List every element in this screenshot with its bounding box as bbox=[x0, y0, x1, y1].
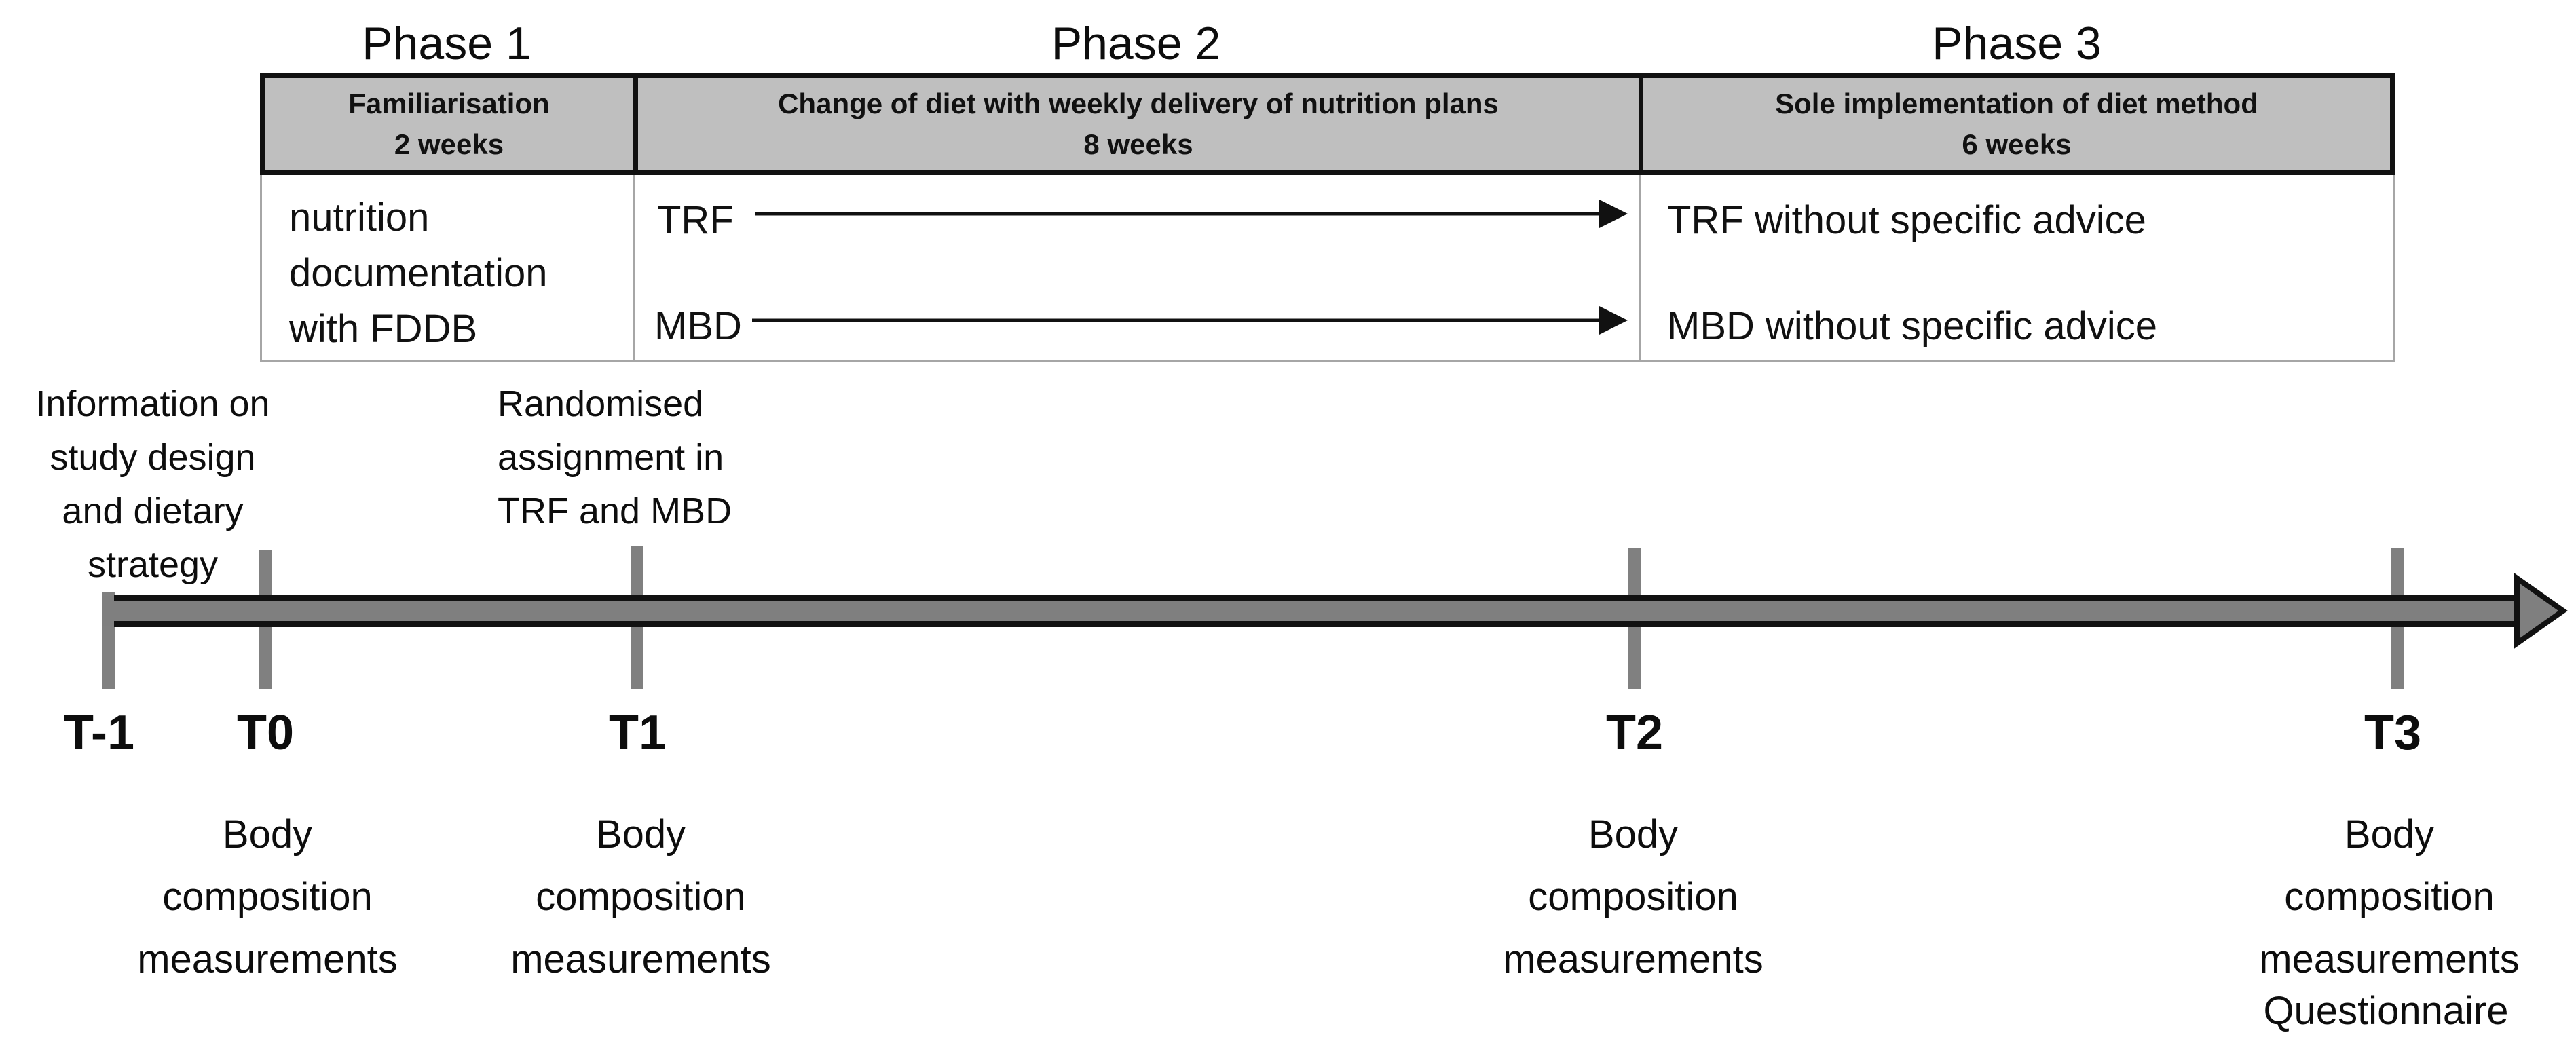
t3-body-composition-text: Body composition measurements bbox=[2259, 812, 2520, 981]
header-title: Familiarisation bbox=[348, 88, 550, 119]
trf-group-label: TRF bbox=[657, 198, 734, 242]
timeline-bar-bottom-border bbox=[114, 621, 2520, 627]
timepoint-label-t1: T1 bbox=[608, 706, 667, 760]
header-duration: 8 weeks bbox=[1083, 128, 1193, 160]
timepoint-label-t2: T2 bbox=[1605, 706, 1664, 760]
header-title: Change of diet with weekly delivery of n… bbox=[778, 88, 1499, 119]
phase-1-label: Phase 1 bbox=[362, 18, 531, 69]
header-cell-familiarisation: Familiarisation 2 weeks bbox=[265, 78, 633, 170]
phase-table-header-row: Familiarisation 2 weeks Change of diet w… bbox=[260, 73, 2395, 175]
tick-t2 bbox=[1628, 548, 1641, 689]
t2-body-composition-text: Body composition measurements bbox=[1503, 812, 1763, 981]
header-duration: 6 weeks bbox=[1962, 128, 2072, 160]
timeline-arrowhead-icon bbox=[2514, 573, 2568, 649]
mbd-group-label: MBD bbox=[654, 304, 742, 348]
timepoint-label-t3: T3 bbox=[2364, 706, 2422, 760]
header-title: Sole implementation of diet method bbox=[1775, 88, 2258, 119]
tick-t3 bbox=[2391, 548, 2404, 689]
timepoint-label-t-1: T-1 bbox=[63, 706, 135, 760]
timepoint-label-t0: T0 bbox=[236, 706, 295, 760]
timeline-bar bbox=[102, 596, 2520, 626]
randomised-assignment-annotation: Randomised assignment in TRF and MBD bbox=[498, 383, 732, 531]
mbd-advice-text: MBD without specific advice bbox=[1667, 304, 2158, 348]
tick-t1 bbox=[631, 546, 643, 689]
header-cell-change-of-diet: Change of diet with weekly delivery of n… bbox=[638, 78, 1639, 170]
info-study-design-annotation: Information on study design and dietary … bbox=[35, 383, 270, 585]
body-divider bbox=[633, 175, 635, 360]
header-duration: 2 weeks bbox=[394, 128, 504, 160]
t3-questionnaire-text: Questionnaire bbox=[2263, 989, 2509, 1033]
body-divider bbox=[1639, 175, 1641, 360]
header-divider bbox=[633, 78, 638, 170]
trf-advice-text: TRF without specific advice bbox=[1667, 198, 2146, 242]
tick-t-1 bbox=[102, 592, 115, 689]
phase-3-label: Phase 3 bbox=[1932, 18, 2102, 69]
cell-nutrition-documentation: nutrition documentation with FDDB bbox=[289, 195, 548, 351]
t0-body-composition-text: Body composition measurements bbox=[137, 812, 398, 981]
timeline-bar-top-border bbox=[114, 595, 2520, 601]
phase-table-body-row: nutrition documentation with FDDB TRF MB… bbox=[260, 175, 2395, 362]
header-divider bbox=[1639, 78, 1643, 170]
t1-body-composition-text: Body composition measurements bbox=[510, 812, 771, 981]
header-cell-sole-implementation: Sole implementation of diet method 6 wee… bbox=[1643, 78, 2390, 170]
phase-2-label: Phase 2 bbox=[1051, 18, 1221, 69]
